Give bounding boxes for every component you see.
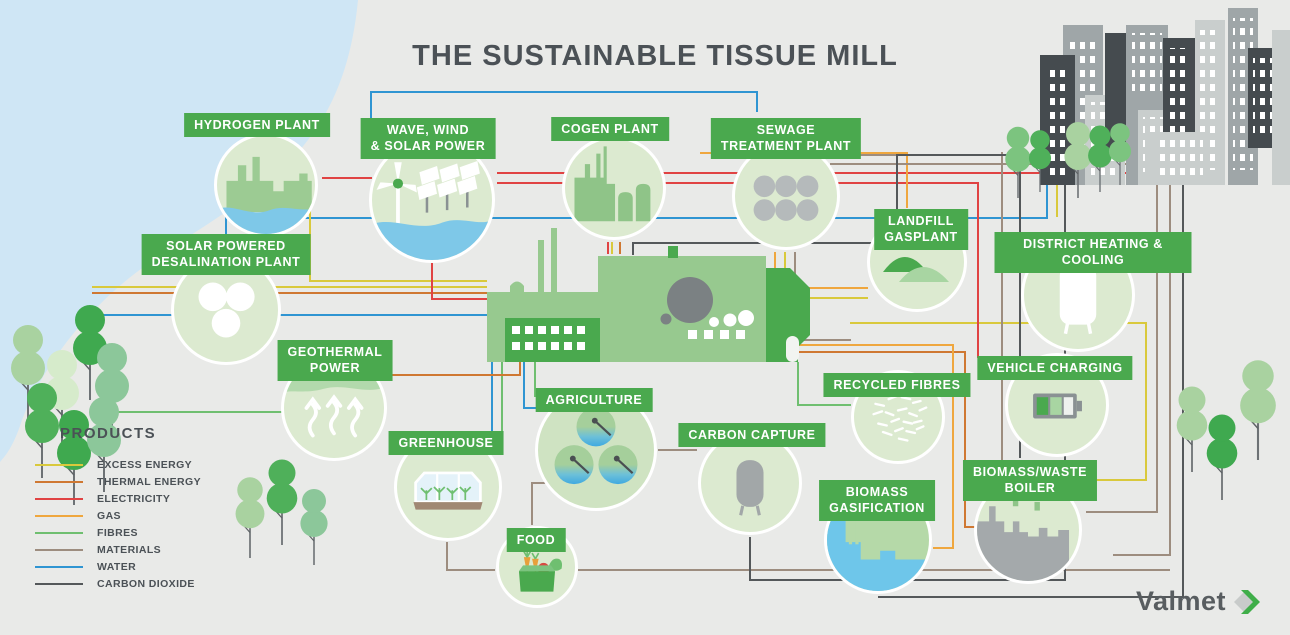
sewage-treatment-label: SEWAGE TREATMENT PLANT xyxy=(710,118,862,159)
excess-energy-swatch xyxy=(35,463,83,466)
cogen-plant-icon xyxy=(562,136,666,240)
legend-item: MATERIALS xyxy=(35,541,201,558)
hydrogen-plant-icon xyxy=(214,133,318,237)
geothermal-power-label: GEOTHERMAL POWER xyxy=(277,340,393,381)
legend-item: GAS xyxy=(35,507,201,524)
tree-cluster-bottom-left xyxy=(234,458,329,566)
vehicle-charging-label: VEHICLE CHARGING xyxy=(977,356,1133,381)
solar-desalination-label: SOLAR POWERED DESALINATION PLANT xyxy=(141,234,311,275)
legend-item: CARBON DIOXIDE xyxy=(35,575,201,592)
biomass-waste-boiler-label: BIOMASS/WASTE BOILER xyxy=(962,460,1098,501)
legend-item: WATER xyxy=(35,558,201,575)
tree-cluster-right xyxy=(1175,359,1277,501)
valmet-logo-text: Valmet xyxy=(1135,586,1226,616)
food-label: FOOD xyxy=(506,528,566,553)
valmet-logo: Valmet xyxy=(1136,586,1262,617)
tissue-roll-icon xyxy=(667,277,713,323)
district-heating-label: DISTRICT HEATING & COOLING xyxy=(994,232,1192,273)
page-title: THE SUSTAINABLE TISSUE MILL xyxy=(412,40,898,72)
legend-item: FIBRES xyxy=(35,524,201,541)
cogen-plant-label: COGEN PLANT xyxy=(551,117,669,142)
carbon-capture-icon xyxy=(698,431,802,535)
wave-wind-solar-label: WAVE, WIND & SOLAR POWER xyxy=(360,118,496,159)
agriculture-label: AGRICULTURE xyxy=(535,388,653,413)
valmet-chevron-icon xyxy=(1234,589,1260,614)
products-legend: PRODUCTS EXCESS ENERGY THERMAL ENERGY EL… xyxy=(35,425,201,592)
tissue-mill xyxy=(487,228,810,362)
legend-heading: PRODUCTS xyxy=(60,425,157,442)
greenhouse-label: GREENHOUSE xyxy=(388,431,504,456)
city-skyline xyxy=(1004,8,1290,199)
carbon-capture-label: CARBON CAPTURE xyxy=(678,423,826,448)
electricity-swatch xyxy=(35,497,83,500)
thermal-energy-swatch xyxy=(35,480,83,483)
carbon-dioxide-swatch xyxy=(35,582,83,585)
gas-swatch xyxy=(35,514,83,517)
legend-item: ELECTRICITY xyxy=(35,490,201,507)
biomass-gasification-label: BIOMASS GASIFICATION xyxy=(819,480,935,521)
legend-item: EXCESS ENERGY xyxy=(35,456,201,473)
materials-swatch xyxy=(35,548,83,551)
recycled-fibres-label: RECYCLED FIBRES xyxy=(823,373,971,398)
hydrogen-plant-label: HYDROGEN PLANT xyxy=(184,113,330,138)
water-swatch xyxy=(35,565,83,568)
legend-item: THERMAL ENERGY xyxy=(35,473,201,490)
landfill-gasplant-label: LANDFILL GASPLANT xyxy=(874,209,968,250)
fibres-swatch xyxy=(35,531,83,534)
